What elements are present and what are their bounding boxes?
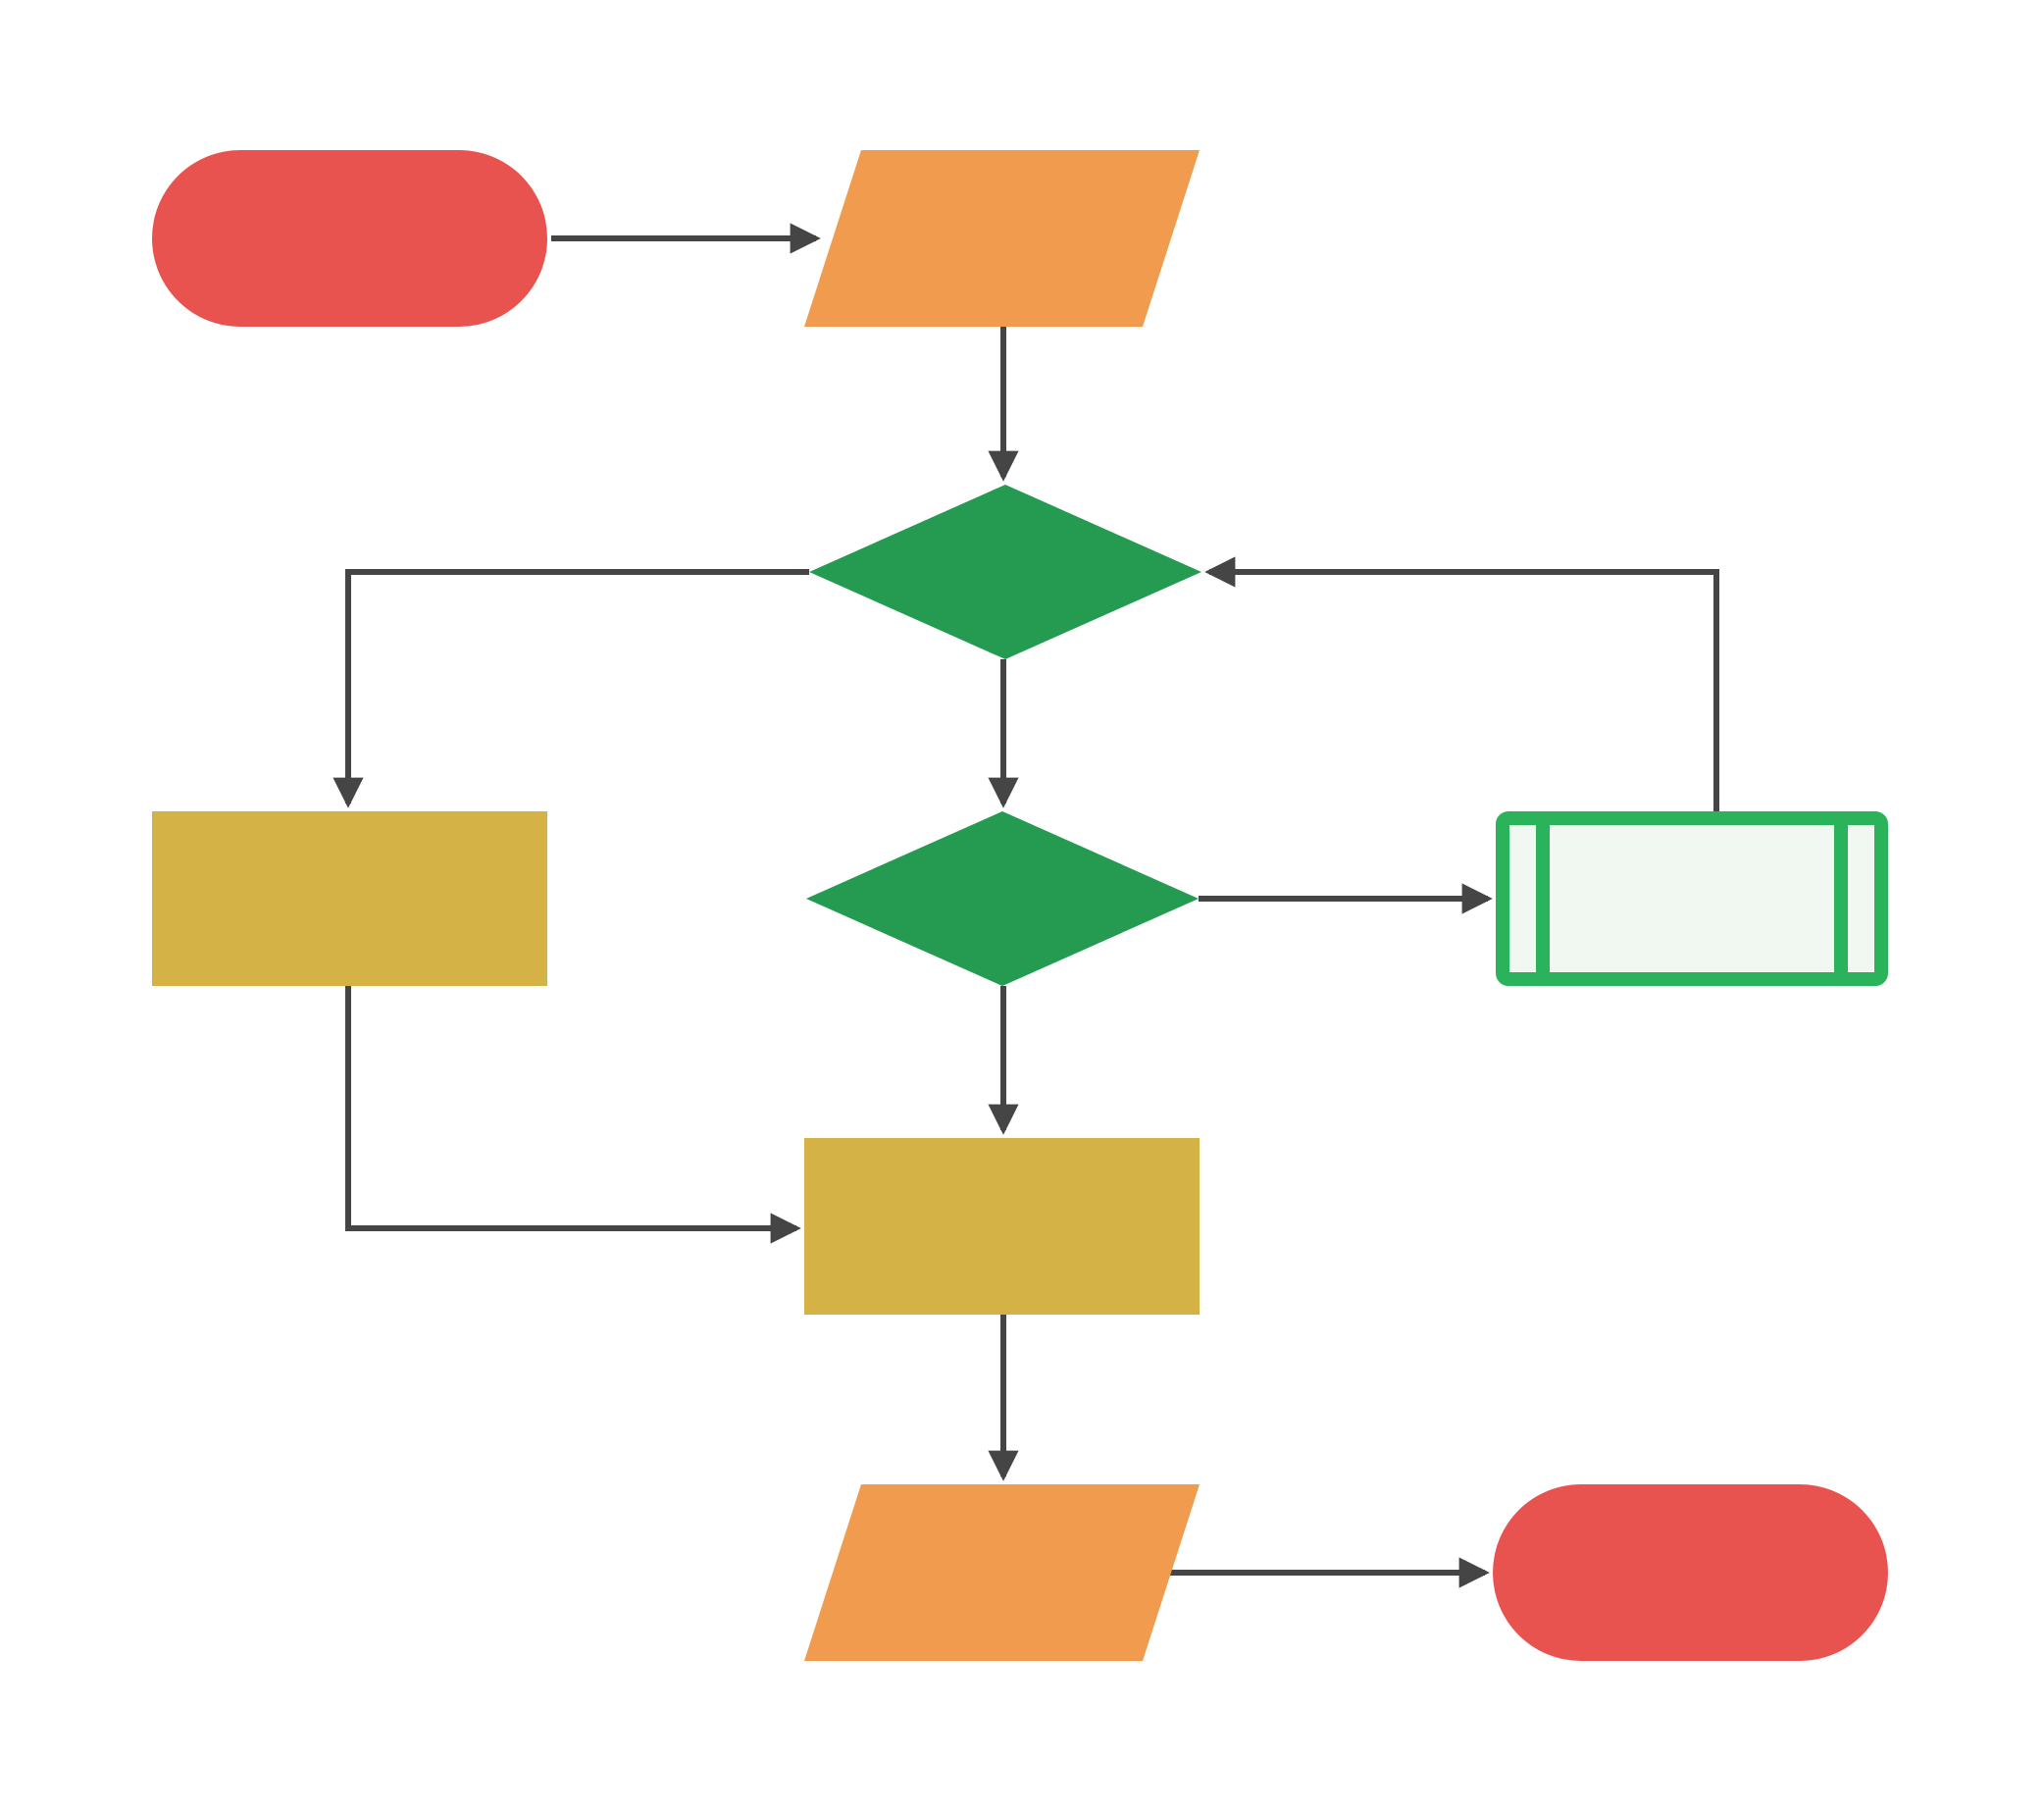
nodes-layer — [152, 150, 1888, 1661]
edge-line — [332, 569, 809, 808]
process-shape[interactable] — [804, 1138, 1200, 1315]
node-output[interactable] — [804, 1484, 1200, 1661]
terminator-shape[interactable] — [152, 150, 547, 327]
node-decision-2[interactable] — [806, 811, 1199, 986]
node-process-left[interactable] — [152, 811, 547, 986]
edges-layer — [332, 223, 1719, 1588]
node-end[interactable] — [1493, 1484, 1888, 1661]
node-process-main[interactable] — [804, 1138, 1200, 1315]
terminator-shape[interactable] — [1493, 1484, 1888, 1661]
node-subroutine[interactable] — [1496, 811, 1888, 986]
edge-decision1-processleft — [332, 569, 809, 808]
io-shape[interactable] — [804, 1484, 1200, 1661]
node-input[interactable] — [804, 150, 1200, 327]
io-shape[interactable] — [804, 150, 1200, 327]
edge-line — [345, 986, 801, 1244]
decision-shape[interactable] — [809, 485, 1201, 659]
edge-processleft-processmain — [345, 986, 801, 1244]
edge-line — [1204, 556, 1719, 811]
edge-subroutine-decision1 — [1204, 556, 1719, 811]
subroutine-body[interactable] — [1496, 811, 1888, 986]
node-start[interactable] — [152, 150, 547, 327]
process-shape[interactable] — [152, 811, 547, 986]
node-decision-1[interactable] — [809, 485, 1201, 659]
decision-shape[interactable] — [806, 811, 1199, 986]
